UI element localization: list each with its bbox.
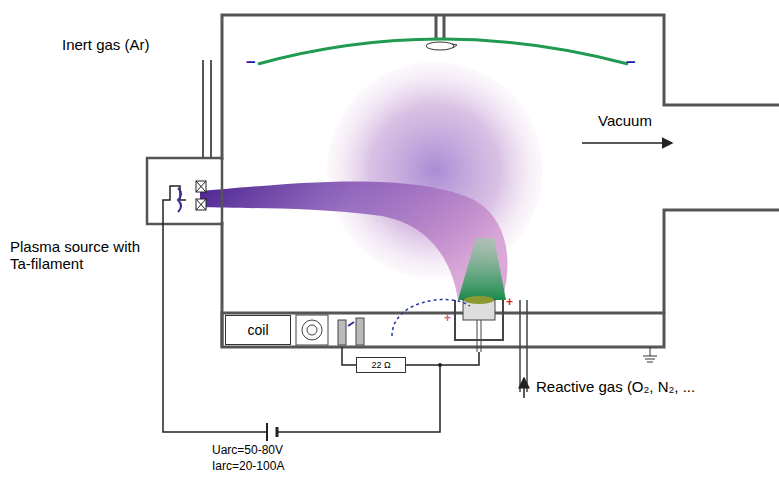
polarity-sign: – [626,52,635,72]
polarity-sign: + [444,312,451,326]
gas-label: Reactive gas (O₂, N₂, ... [536,378,695,395]
wire [163,224,479,432]
plasma-beam [200,181,507,300]
plasma-source [147,60,222,224]
gas-inlet [520,300,527,398]
current-label: Iarc=20-100A [212,460,284,474]
battery-symbol [267,423,277,441]
electron-path [392,299,470,336]
resistor-symbol: 22 Ω [356,357,406,373]
ground-symbol [643,347,657,362]
vapour-cone [458,238,506,300]
vacuum-arrow [582,142,672,144]
junction-dot [438,363,442,367]
anode [338,318,364,345]
box-text: coil [247,323,268,337]
rotation-arrow [426,42,457,50]
crucible [455,296,503,352]
coil-box: coil [225,315,291,345]
polarity-sign: – [246,52,255,72]
magnet-ring [296,315,328,345]
chamber-wall [222,15,779,347]
polarity-sign: + [506,296,513,310]
substrate-holder [258,39,628,64]
source-label: Plasma source with Ta-filament [10,238,160,273]
box-text: 22 Ω [371,361,390,370]
port-label: Vacuum [598,112,652,129]
voltage-label: Uarc=50-80V [212,444,283,458]
gas-label: Inert gas (Ar) [62,36,150,53]
